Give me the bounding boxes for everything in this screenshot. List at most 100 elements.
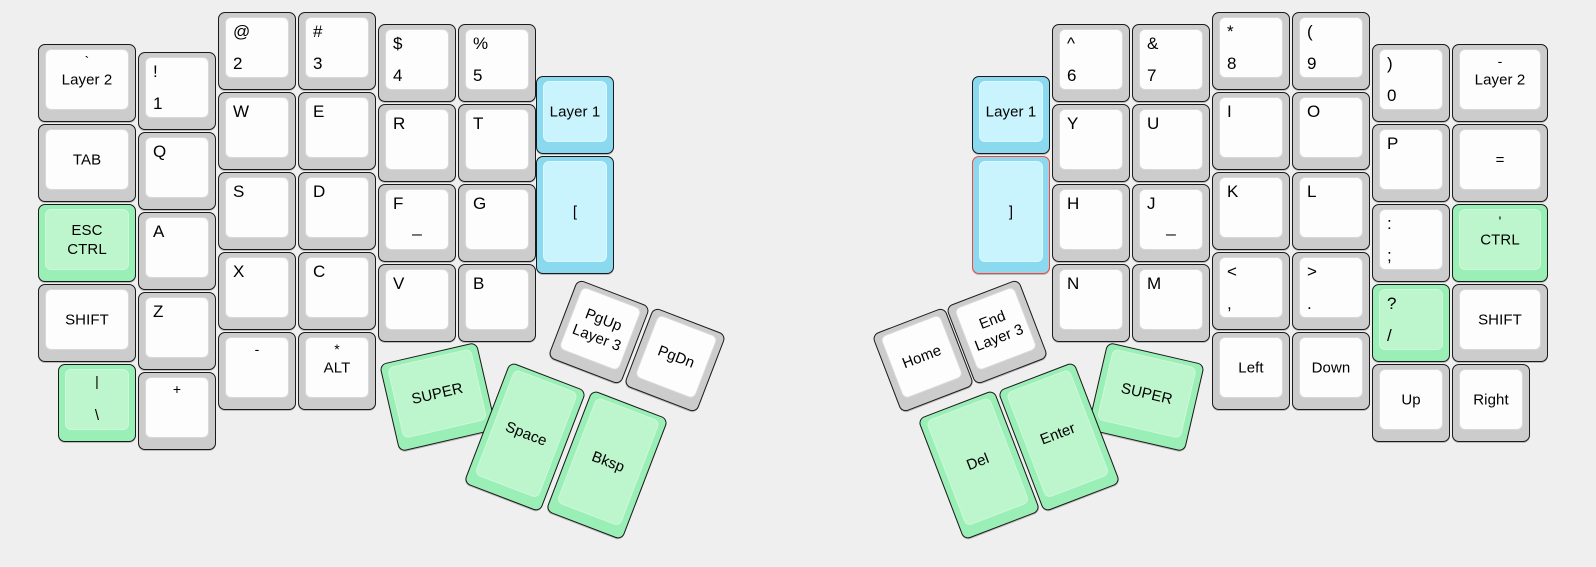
- legend-top-center: *: [334, 341, 340, 357]
- key-r-paren-0[interactable]: )0: [1372, 44, 1450, 122]
- key-l-e[interactable]: E: [298, 92, 376, 170]
- keycap-surface: O: [1299, 97, 1363, 158]
- legend-top-left: >: [1307, 262, 1318, 281]
- key-r-quote-ctrl[interactable]: 'CTRL: [1452, 204, 1548, 282]
- legend-top-left: $: [393, 34, 403, 53]
- key-r-paren-9[interactable]: (9: [1292, 12, 1370, 90]
- key-l-a[interactable]: A: [138, 212, 216, 290]
- keycap-surface: +: [145, 377, 209, 438]
- key-l-at-2[interactable]: @2: [218, 12, 296, 90]
- legend-center: SHIFT: [65, 310, 109, 328]
- keycap-surface: |\: [65, 369, 129, 430]
- key-l-plus[interactable]: +: [138, 372, 216, 450]
- key-r-i[interactable]: I: [1212, 92, 1290, 170]
- key-l-hash-3[interactable]: #3: [298, 12, 376, 90]
- key-r-down[interactable]: Down: [1292, 332, 1370, 410]
- key-l-grave-layer2[interactable]: `Layer 2: [38, 44, 136, 122]
- keycap-surface: @2: [225, 17, 289, 78]
- key-l-t[interactable]: T: [458, 104, 536, 182]
- legend-center: SHIFT: [1478, 310, 1522, 328]
- key-l-x[interactable]: X: [218, 252, 296, 330]
- legend-top-left: T: [473, 114, 484, 133]
- key-l-tab[interactable]: TAB: [38, 124, 136, 202]
- legend-center: Down: [1311, 358, 1351, 376]
- key-r-question-slash[interactable]: ?/: [1372, 284, 1450, 362]
- key-r-amp-7[interactable]: &7: [1132, 24, 1210, 102]
- key-l-d[interactable]: D: [298, 172, 376, 250]
- key-l-f[interactable]: F_: [378, 184, 456, 262]
- keycap-surface: ^6: [1059, 29, 1123, 90]
- legend-top-left: N: [1067, 274, 1080, 293]
- key-r-star-8[interactable]: *8: [1212, 12, 1290, 90]
- key-l-q[interactable]: Q: [138, 132, 216, 210]
- keycap-surface: Z: [145, 297, 209, 358]
- key-l-layer1[interactable]: Layer 1: [536, 76, 614, 154]
- legend-center: TAB: [72, 150, 102, 168]
- key-r-p[interactable]: P: [1372, 124, 1450, 202]
- key-r-n[interactable]: N: [1052, 264, 1130, 342]
- key-l-shift[interactable]: SHIFT: [38, 284, 136, 362]
- key-l-bracket-left[interactable]: [: [536, 156, 614, 274]
- key-r-gt-period[interactable]: >.: [1292, 252, 1370, 330]
- key-l-star-alt[interactable]: *ALT: [298, 332, 376, 410]
- key-l-minus[interactable]: -: [218, 332, 296, 410]
- legend-center-lower: \: [94, 406, 100, 424]
- legend-bottom-left: ;: [1387, 245, 1392, 265]
- key-l-g[interactable]: G: [458, 184, 536, 262]
- key-r-super[interactable]: SUPER: [1087, 341, 1205, 453]
- legend-top-left: %: [473, 34, 489, 53]
- legend-top-left: Z: [153, 302, 164, 321]
- key-r-l[interactable]: L: [1292, 172, 1370, 250]
- keycap-surface: -: [225, 337, 289, 398]
- key-l-s[interactable]: S: [218, 172, 296, 250]
- key-r-j[interactable]: J_: [1132, 184, 1210, 262]
- key-r-m[interactable]: M: [1132, 264, 1210, 342]
- key-r-right[interactable]: Right: [1452, 364, 1530, 442]
- key-r-left[interactable]: Left: [1212, 332, 1290, 410]
- legend-center: [: [572, 202, 578, 220]
- legend-bottom-left: 5: [473, 65, 483, 85]
- keycap-surface: SHIFT: [1459, 289, 1541, 350]
- key-l-w[interactable]: W: [218, 92, 296, 170]
- legend-top-left: V: [393, 274, 405, 293]
- key-r-y[interactable]: Y: [1052, 104, 1130, 182]
- key-r-equals[interactable]: =: [1452, 124, 1548, 202]
- key-r-u[interactable]: U: [1132, 104, 1210, 182]
- legend-center: CTRL: [1480, 230, 1520, 248]
- keycap-surface: ]: [979, 161, 1043, 262]
- legend-top-left: <: [1227, 262, 1238, 281]
- key-r-k[interactable]: K: [1212, 172, 1290, 250]
- key-l-pct-5[interactable]: %5: [458, 24, 536, 102]
- legend-center: Left: [1238, 358, 1264, 376]
- legend-top-center: -: [1497, 53, 1503, 69]
- key-r-h[interactable]: H: [1052, 184, 1130, 262]
- key-r-up[interactable]: Up: [1372, 364, 1450, 442]
- key-l-r[interactable]: R: [378, 104, 456, 182]
- key-r-lt-comma[interactable]: <,: [1212, 252, 1290, 330]
- key-l-v[interactable]: V: [378, 264, 456, 342]
- key-l-1[interactable]: !1: [138, 52, 216, 130]
- key-r-o[interactable]: O: [1292, 92, 1370, 170]
- legend-bottom-left: 7: [1147, 65, 1157, 85]
- keycap-surface: T: [465, 109, 529, 170]
- key-r-shift[interactable]: SHIFT: [1452, 284, 1548, 362]
- key-r-layer1[interactable]: Layer 1: [972, 76, 1050, 154]
- legend-top-left: B: [473, 274, 485, 293]
- legend-center: ]: [1008, 202, 1014, 220]
- key-r-colon-semi[interactable]: :;: [1372, 204, 1450, 282]
- key-l-c[interactable]: C: [298, 252, 376, 330]
- key-r-minus-layer2[interactable]: -Layer 2: [1452, 44, 1548, 122]
- legend-bottom-left: 2: [233, 53, 243, 73]
- keycap-surface: SHIFT: [45, 289, 129, 350]
- key-r-bracket-right[interactable]: ]: [972, 156, 1050, 274]
- key-l-pipe-backslash[interactable]: |\: [58, 364, 136, 442]
- key-l-b[interactable]: B: [458, 264, 536, 342]
- key-l-dollar-4[interactable]: $4: [378, 24, 456, 102]
- key-r-caret-6[interactable]: ^6: [1052, 24, 1130, 102]
- legend-center: Del: [963, 449, 992, 474]
- homing-bar-indicator: _: [1166, 216, 1176, 236]
- key-l-z[interactable]: Z: [138, 292, 216, 370]
